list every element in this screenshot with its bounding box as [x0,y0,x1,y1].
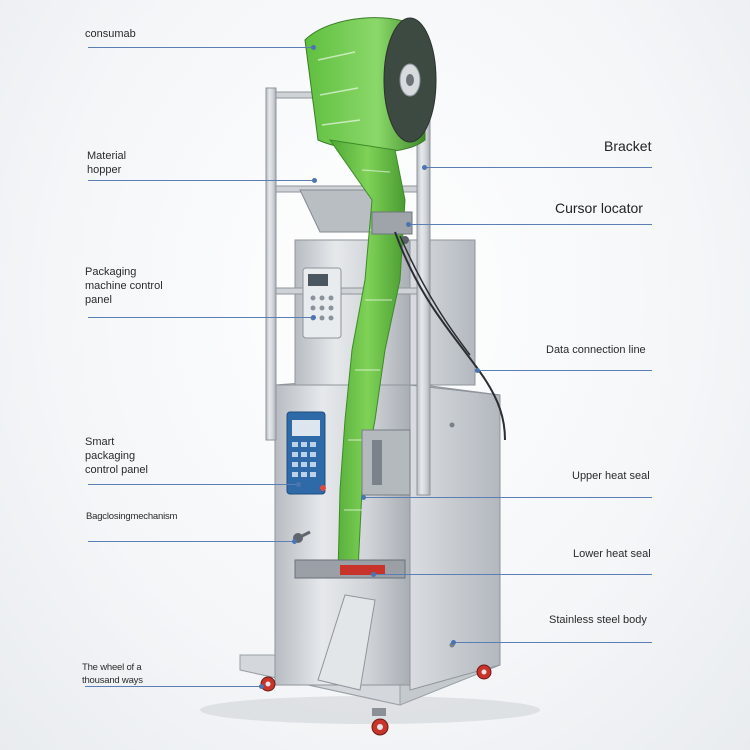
leader-dot-material-hopper [312,178,317,183]
label-smart-panel-1: Smart [85,436,115,448]
label-smart-panel-2: packaging [85,450,136,462]
leader-material-hopper [88,180,314,181]
label-stainless-body: Stainless steel body [549,614,647,626]
leader-upper-heat-seal [364,497,652,498]
leader-stainless-body [455,642,652,643]
label-control-panel-3: panel [85,294,112,306]
leader-dot-stainless-body [451,640,456,645]
film-roll [304,17,437,152]
leader-dot-bag-closing [292,539,297,544]
label-lower-heat-seal: Lower heat seal [573,548,651,560]
leader-data-line [478,370,652,371]
leader-dot-data-line [475,368,480,373]
leader-dot-upper-heat-seal [361,495,366,500]
leader-dot-lower-heat-seal [371,572,376,577]
leader-bag-closing [88,541,294,542]
label-smart-panel-3: control panel [85,464,148,476]
leader-dot-wheel [259,684,264,689]
label-wheel-2: thousand ways [82,675,143,686]
leader-bracket [426,167,652,168]
leader-dot-consumables [311,45,316,50]
leader-wheel [85,686,261,687]
data-cable [394,231,506,441]
cursor-locator-device [371,211,413,235]
caster-wheels [260,664,492,736]
label-material-hopper-2: hopper [87,164,122,176]
leader-dot-control-panel [311,315,316,320]
label-control-panel-2: machine control [85,280,163,292]
label-wheel-1: The wheel of a [82,662,142,673]
leader-dot-smart-panel [296,482,301,487]
leader-cursor-locator [410,224,652,225]
label-cursor-locator: Cursor locator [555,200,643,216]
label-upper-heat-seal: Upper heat seal [572,470,650,482]
label-control-panel-1: Packaging [85,266,137,278]
leader-dot-cursor-locator [406,222,411,227]
label-material-hopper-1: Material [87,150,127,162]
label-bracket: Bracket [604,138,652,154]
discharge-chute [317,594,376,691]
leader-smart-panel [88,484,298,485]
leader-consumables [88,47,313,48]
bracket-left-post [265,87,277,441]
floor-shadow [200,696,540,724]
leader-lower-heat-seal [374,574,652,575]
label-bag-closing: Bagclosingmechanism [86,511,178,522]
upper-heat-seal-block [361,429,411,496]
label-data-line: Data connection line [546,344,646,356]
label-consumables: consumab [85,28,136,40]
leader-dot-bracket [422,165,427,170]
leader-control-panel [88,317,313,318]
